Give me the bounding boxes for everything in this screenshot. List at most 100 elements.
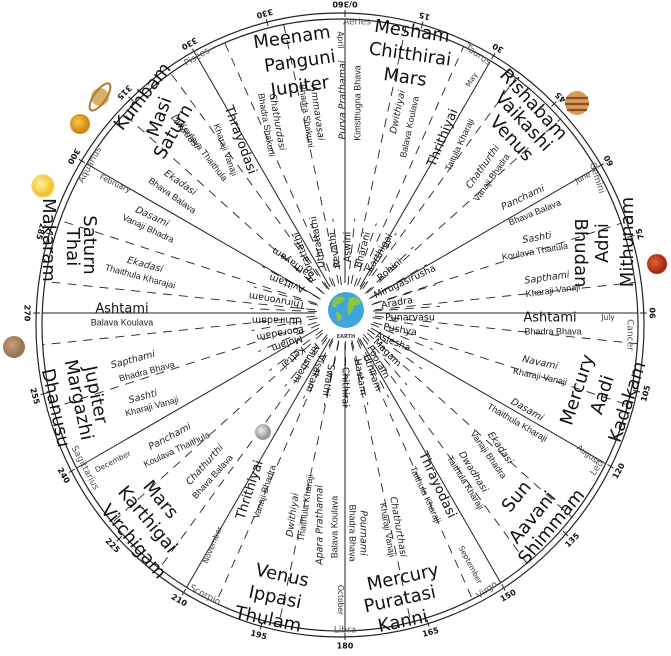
tamil-month: Thai (62, 227, 83, 266)
sign-boundary-line (370, 167, 597, 299)
sign-boundary-line (196, 56, 331, 288)
nakshatra-boundary-line (372, 317, 439, 329)
degree-label: 60 (602, 153, 616, 168)
tithi-name: Pournami (358, 510, 369, 556)
sign-name: Makaram (38, 198, 59, 282)
tithi-name: Purva Prathamai (338, 60, 349, 139)
tithi-boundary-line (362, 77, 517, 289)
nakshatra-boundary-line (302, 337, 334, 399)
nakshatra-boundary-line (351, 340, 369, 406)
tithi-boundary-line (42, 315, 316, 346)
nakshatra-boundary-line (311, 223, 336, 287)
degree-label: 255 (28, 387, 41, 406)
tithi-name: Apara Prathamai (315, 485, 326, 566)
degree-label: 240 (55, 466, 71, 485)
degree-label: 165 (421, 626, 440, 639)
inner-ring (41, 18, 639, 632)
tithi-boundary-line (278, 342, 340, 625)
nakshatra-label: Revathi (326, 231, 343, 268)
nakshatra-boundary-line (353, 223, 377, 287)
month-label: October (336, 585, 345, 616)
tithi-boundary-line (374, 315, 638, 345)
nakshatra-boundary-line (364, 246, 414, 294)
tithi-boundary-line (350, 26, 407, 284)
nakshatra-boundary-line (274, 248, 325, 295)
month-label: May (464, 70, 480, 88)
jupiter-icon (565, 91, 589, 115)
karana-pair: Bhadra Bhava (524, 326, 581, 336)
nakshatra-label: Aradra (380, 295, 413, 311)
month-label: September (457, 544, 485, 586)
ruling-planet: Mars (382, 64, 428, 91)
saturn-icon (88, 82, 112, 112)
month-label: February (98, 172, 132, 194)
moon-icon (255, 424, 271, 440)
karana-pair: Balava Koulava (329, 496, 339, 559)
tithi-boundary-line (52, 321, 317, 409)
tithi-boundary-line (362, 337, 528, 564)
nakshatra-boundary-line (258, 323, 320, 353)
venus-icon (70, 114, 90, 134)
nakshatra-boundary-line (323, 340, 340, 406)
month-label: November (201, 524, 224, 564)
tithi-boundary-line (366, 332, 573, 518)
karana-pair: Kimsthugna Bhava (352, 65, 362, 141)
degree-label: 120 (611, 461, 627, 480)
month-label: December (93, 448, 133, 474)
nakshatra-label: Uthiradam (252, 315, 302, 326)
nakshatra-boundary-line (368, 264, 427, 300)
degree-label: 180 (337, 641, 354, 650)
degree-label: 75 (634, 227, 646, 241)
mars-icon (647, 254, 667, 274)
nakshatra-boundary-line (251, 317, 318, 332)
nakshatra-boundary-line (291, 233, 330, 291)
nakshatra-boundary-line (372, 305, 440, 312)
nakshatra-boundary-line (359, 232, 397, 290)
tithi-boundary-line (44, 281, 316, 311)
degree-label: 0/360 (332, 0, 358, 9)
nakshatra-boundary-line (367, 329, 423, 370)
tithi-boundary-line (373, 222, 622, 305)
degree-label: 90 (648, 307, 657, 319)
tithi-boundary-line (373, 321, 628, 406)
sun-icon (31, 174, 55, 198)
tithi-boundary-line (123, 113, 324, 294)
nakshatra-boundary-line (344, 340, 347, 408)
outer-ring (35, 12, 645, 638)
tithi-boundary-line (224, 42, 334, 286)
nakshatra-boundary-line (362, 333, 408, 386)
karana-pair: Kharaji Vanaji (512, 366, 568, 387)
nakshatra-label: Punarvasu (385, 313, 435, 324)
nakshatra-boundary-line (284, 334, 328, 387)
karana-pair: Bhadra Bhava (348, 504, 358, 561)
nakshatra-boundary-line (250, 308, 318, 313)
tithi-boundary-line (170, 72, 328, 289)
nakshatra-boundary-line (370, 323, 433, 351)
nakshatra-boundary-line (347, 218, 356, 286)
degree-label: 30 (491, 41, 506, 55)
sign-boundary-line (359, 60, 491, 288)
month-label: August (575, 443, 601, 466)
degree-label: 285 (34, 222, 47, 241)
degree-label: 195 (249, 628, 268, 641)
ruling-planet: Saturn (79, 215, 100, 274)
nakshatra-boundary-line (253, 286, 319, 306)
earth-icon (328, 292, 364, 328)
sign-boundary-line (186, 338, 331, 588)
degree-label: 15 (418, 10, 432, 22)
zodiac-sign-label: Libra (334, 626, 356, 636)
degree-label: 270 (23, 305, 32, 322)
zodiac-sign-label: Cancer (625, 319, 635, 351)
sign-boundary-line (370, 327, 606, 464)
month-label: April (336, 31, 345, 48)
month-label: July (600, 313, 615, 322)
karana-pair: Balava Koulava (91, 317, 154, 327)
tithi-boundary-line (366, 118, 561, 294)
tithi-boundary-line (374, 282, 636, 311)
nakshatra-label: Aswini (343, 232, 354, 263)
nakshatra-boundary-line (371, 284, 436, 306)
nakshatra-boundary-line (332, 218, 342, 286)
tithi-boundary-line (59, 219, 317, 305)
tithi-name: Ashtami (523, 311, 576, 326)
